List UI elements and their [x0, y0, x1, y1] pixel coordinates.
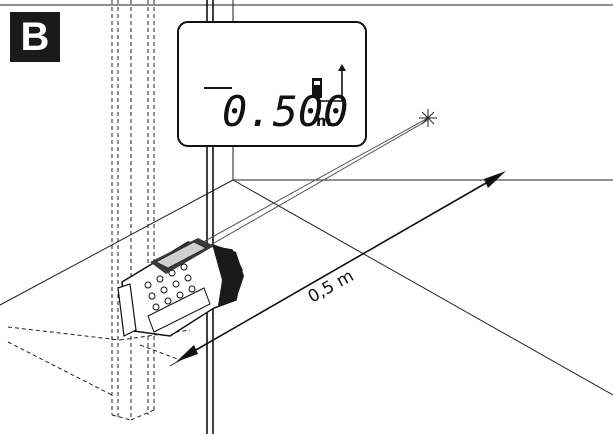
display-unit: m: [316, 112, 332, 130]
figure-label-badge: B: [10, 12, 60, 62]
rangefinder-device: [117, 238, 244, 337]
dimension-arrow: [169, 171, 506, 367]
laser-spot-icon: [419, 109, 437, 127]
display-value: 0.500: [222, 87, 348, 136]
display-callout: 0.500 m: [177, 21, 367, 147]
dashed-pillar: [111, 0, 155, 421]
laser-beam: [184, 117, 429, 259]
reference-rear-icon: [312, 64, 346, 102]
dashed-footprint: [7, 326, 191, 396]
